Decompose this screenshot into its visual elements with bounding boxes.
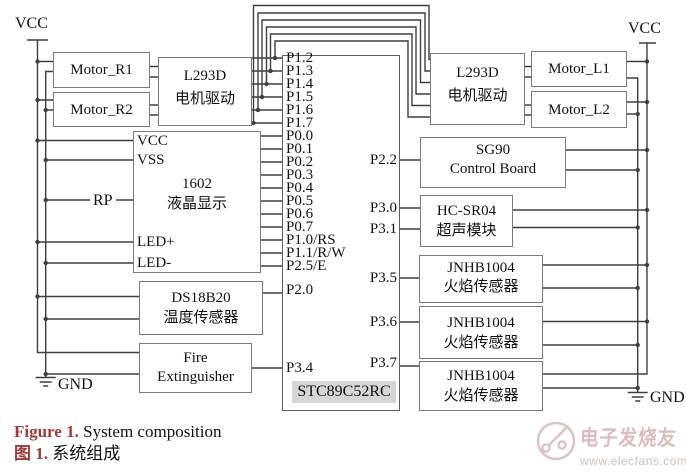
gnd-symbol-left bbox=[35, 376, 56, 387]
mcu-pin-label: P0.6 bbox=[286, 205, 314, 222]
motor-l1-label: Motor_L1 bbox=[548, 61, 610, 77]
ds18b20-desc: 温度传感器 bbox=[163, 310, 239, 326]
elecfans-url: www.elecfans.com bbox=[580, 454, 686, 468]
mcu-pin-label: P2.2 bbox=[369, 151, 397, 168]
motor-r2-label: Motor_R2 bbox=[70, 101, 133, 118]
mcu-pin-label: P0.5 bbox=[286, 192, 314, 209]
hcsr04-name: HC-SR04 bbox=[436, 203, 497, 219]
jnhb2-desc: 火焰传感器 bbox=[443, 334, 519, 351]
sg90-desc: Control Board bbox=[449, 161, 537, 177]
fire-extinguisher-desc: Extinguisher bbox=[157, 369, 234, 385]
center-wires bbox=[252, 135, 282, 369]
wire-lines bbox=[27, 4, 656, 402]
motor-r1-box: Motor_R1 bbox=[53, 52, 150, 88]
mcu-box bbox=[282, 55, 400, 411]
l293d-left-desc: 电机驱动 bbox=[174, 90, 235, 107]
ds18b20-name: DS18B20 bbox=[171, 290, 231, 306]
gnd-symbol-right bbox=[627, 391, 648, 402]
hcsr04-box: HC-SR04 超声模块 bbox=[420, 195, 513, 247]
rp-label: RP bbox=[90, 192, 116, 210]
mcu-pin-label: P0.4 bbox=[286, 179, 314, 196]
elecfans-brand: 电子发烧友 bbox=[579, 426, 678, 450]
mcu-pin-label: P1.0/RS bbox=[286, 231, 336, 248]
jnhb3-name: JNHB1004 bbox=[447, 368, 515, 384]
right-rails-and-wires bbox=[400, 42, 656, 392]
mcu-pin-label: P1.7 bbox=[286, 114, 314, 131]
mcu-pin-label: P3.0 bbox=[369, 199, 397, 216]
jnhb3-desc: 火焰传感器 bbox=[443, 388, 519, 404]
mcu-pin-label: P3.1 bbox=[369, 220, 397, 237]
ds18b20-box: DS18B20 温度传感器 bbox=[139, 281, 263, 335]
mcu-pin-label: P0.2 bbox=[286, 153, 314, 170]
mcu-pin-label: P0.3 bbox=[286, 166, 314, 183]
jnhb1-desc: 火焰传感器 bbox=[443, 278, 519, 295]
motor-l2-box: Motor_L2 bbox=[531, 91, 627, 128]
caption-zh-text: 系统组成 bbox=[48, 444, 121, 463]
mcu-part-number: STC89C52RC bbox=[292, 381, 396, 403]
caption-en-text: System composition bbox=[78, 422, 222, 441]
caption-line-zh: 图 1. 系统组成 bbox=[14, 443, 221, 465]
jnhb3-box: JNHB1004 火焰传感器 bbox=[419, 361, 543, 411]
jnhb2-box: JNHB1004 火焰传感器 bbox=[419, 306, 543, 359]
lcd1602-name: 1602 bbox=[182, 176, 212, 192]
elecfans-logo-icon bbox=[536, 421, 576, 461]
figure-caption: Figure 1. System composition 图 1. 系统组成 bbox=[14, 421, 221, 465]
sg90-name: SG90 bbox=[475, 142, 511, 158]
mcu-pin-label: P2.5/E bbox=[286, 257, 327, 274]
motor-l1-box: Motor_L1 bbox=[531, 51, 627, 87]
vcc-label-right: VCC bbox=[628, 20, 661, 37]
jnhb1-box: JNHB1004 火焰传感器 bbox=[419, 255, 543, 303]
caption-zh-label: 图 1. bbox=[14, 444, 48, 463]
lcd-pin-led-minus: LED- bbox=[137, 255, 172, 271]
mcu-pin-label: P1.2 bbox=[286, 49, 314, 66]
mcu-pin-label: P3.7 bbox=[369, 355, 397, 371]
mcu-pin-label: P0.1 bbox=[286, 140, 314, 157]
l293d-left-box: L293D 电机驱动 bbox=[158, 57, 252, 126]
mcu-pin-label: P0.0 bbox=[286, 127, 314, 144]
l293d-right-box: L293D 电机驱动 bbox=[430, 53, 525, 125]
mcu-pin-label: P1.4 bbox=[286, 75, 314, 92]
motor-l2-label: Motor_L2 bbox=[548, 101, 610, 118]
caption-line-en: Figure 1. System composition bbox=[14, 421, 221, 443]
mcu-pin-label: P3.6 bbox=[369, 313, 397, 330]
mcu-pin-label: P3.4 bbox=[286, 359, 314, 376]
junction-dots bbox=[35, 55, 650, 391]
caption-en-label: Figure 1. bbox=[14, 422, 79, 441]
lcd-pin-vcc: VCC bbox=[137, 132, 168, 149]
l293d-right-desc: 电机驱动 bbox=[447, 88, 508, 104]
vcc-label-left: VCC bbox=[15, 15, 48, 32]
mcu-pin-label: P2.0 bbox=[286, 281, 314, 298]
mcu-pin-label: P3.5 bbox=[369, 269, 397, 286]
l293d-left-name: L293D bbox=[183, 67, 227, 84]
gnd-label-left: GND bbox=[58, 376, 93, 393]
motor-r1-label: Motor_R1 bbox=[70, 62, 133, 78]
motor-r2-box: Motor_R2 bbox=[53, 92, 150, 127]
mcu-pin-label: P1.6 bbox=[286, 101, 314, 118]
sg90-box: SG90 Control Board bbox=[420, 137, 566, 188]
lcd-pin-vss: VSS bbox=[137, 152, 165, 168]
hcsr04-desc: 超声模块 bbox=[436, 223, 497, 239]
lcd1602-box: 1602 液晶显示 bbox=[133, 131, 261, 273]
l293d-right-name: L293D bbox=[456, 65, 499, 81]
elecfans-watermark: 电子发烧友 www.elecfans.com bbox=[533, 416, 686, 469]
jnhb1-name: JNHB1004 bbox=[447, 259, 515, 276]
jnhb2-name: JNHB1004 bbox=[447, 314, 515, 331]
left-rails-and-wires bbox=[27, 39, 158, 377]
mcu-pin-label: P1.5 bbox=[286, 88, 314, 105]
lcd1602-desc: 液晶显示 bbox=[166, 196, 227, 212]
mcu-pin-label: P1.1/R/W bbox=[286, 244, 346, 261]
lcd-pin-led-plus: LED+ bbox=[137, 234, 175, 250]
mcu-pin-label: P1.3 bbox=[286, 62, 314, 79]
fire-extinguisher-box: Fire Extinguisher bbox=[139, 343, 252, 393]
fire-extinguisher-name: Fire bbox=[183, 350, 208, 366]
elecfans-watermark-text: 电子发烧友 www.elecfans.com bbox=[579, 422, 686, 468]
mcu-pin-label: P0.7 bbox=[286, 218, 314, 235]
gnd-label-right: GND bbox=[650, 389, 685, 406]
